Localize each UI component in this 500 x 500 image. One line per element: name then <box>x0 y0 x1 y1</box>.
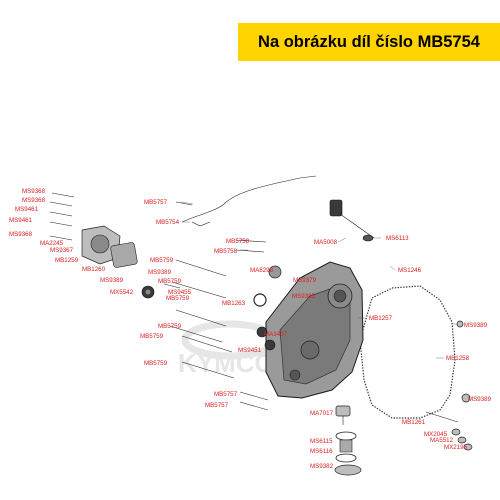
part-label: MX2045 <box>424 431 448 438</box>
part-labels: MS9368 MS9368 MS9461 MS9461 MS9368 MA224… <box>9 188 492 470</box>
part-label: MS9389 <box>148 269 172 276</box>
part-label: MS9461 <box>15 206 39 213</box>
cable <box>181 175 317 223</box>
part-label: MB5759 <box>166 295 190 302</box>
part-label: MB5758 <box>214 248 238 255</box>
part-label: MB5757 <box>205 402 229 409</box>
part-label: MB1259 <box>55 257 79 264</box>
part-label: MS9461 <box>9 217 33 224</box>
part-label: MS9389 <box>100 277 124 284</box>
part-label: MS1246 <box>398 267 422 274</box>
part-label: MB5757 <box>214 391 238 398</box>
watermark-text: KYMCO <box>178 348 275 378</box>
part-label: MB5759 <box>150 257 174 264</box>
part-label: MA7017 <box>310 410 334 417</box>
part-label: MB1263 <box>222 300 246 307</box>
part-label: MX5542 <box>110 289 134 296</box>
part-label: MB5759 <box>158 278 182 285</box>
part-label: MA2245 <box>40 240 64 247</box>
part-label: MS9379 <box>293 277 317 284</box>
part-label: MB5759 <box>158 323 182 330</box>
cover-bolts <box>163 201 269 411</box>
part-label: MX2195 <box>444 444 468 451</box>
o-ring <box>253 293 267 307</box>
part-number-banner: Na obrázku díl číslo MB5754 <box>238 23 500 61</box>
dipstick <box>329 199 375 242</box>
part-label: MS9368 <box>22 197 46 204</box>
seal <box>264 339 276 351</box>
part-label: MB1258 <box>446 355 470 362</box>
oil-seal <box>256 326 268 338</box>
drain-plug-stack <box>334 405 362 476</box>
cover-gasket <box>359 285 456 419</box>
part-label: MS9455 <box>168 289 192 296</box>
part-label: MS6116 <box>310 448 333 455</box>
part-label: MB1260 <box>82 266 106 273</box>
part-label: MS6115 <box>310 438 333 445</box>
part-label: MB1261 <box>402 419 426 426</box>
part-label: MB1257 <box>369 315 393 322</box>
gear <box>268 265 282 279</box>
part-label: MA5008 <box>314 239 338 246</box>
part-label: MA5512 <box>430 437 454 444</box>
part-label: MS9385 <box>292 293 316 300</box>
part-label: MA3407 <box>264 331 288 338</box>
water-pump <box>49 192 138 268</box>
part-label: MB5759 <box>144 360 168 367</box>
part-label: MB5759 <box>140 333 164 340</box>
part-label: MS9389 <box>464 322 488 329</box>
banner-text: Na obrázku díl číslo MB5754 <box>258 32 480 51</box>
part-label: MS9368 <box>9 231 33 238</box>
part-label: MS9367 <box>50 247 74 254</box>
part-label: MB5754 <box>156 219 180 226</box>
part-label: MA8298 <box>250 267 274 274</box>
part-label: MS9389 <box>468 396 492 403</box>
part-label: MB5758 <box>226 238 250 245</box>
part-label: MS9451 <box>238 347 262 354</box>
part-label: MS9382 <box>310 463 334 470</box>
part-label: MB5757 <box>144 199 168 206</box>
part-label: MS6113 <box>386 235 409 242</box>
part-label: MS9368 <box>22 188 46 195</box>
leader-lines <box>180 201 458 359</box>
